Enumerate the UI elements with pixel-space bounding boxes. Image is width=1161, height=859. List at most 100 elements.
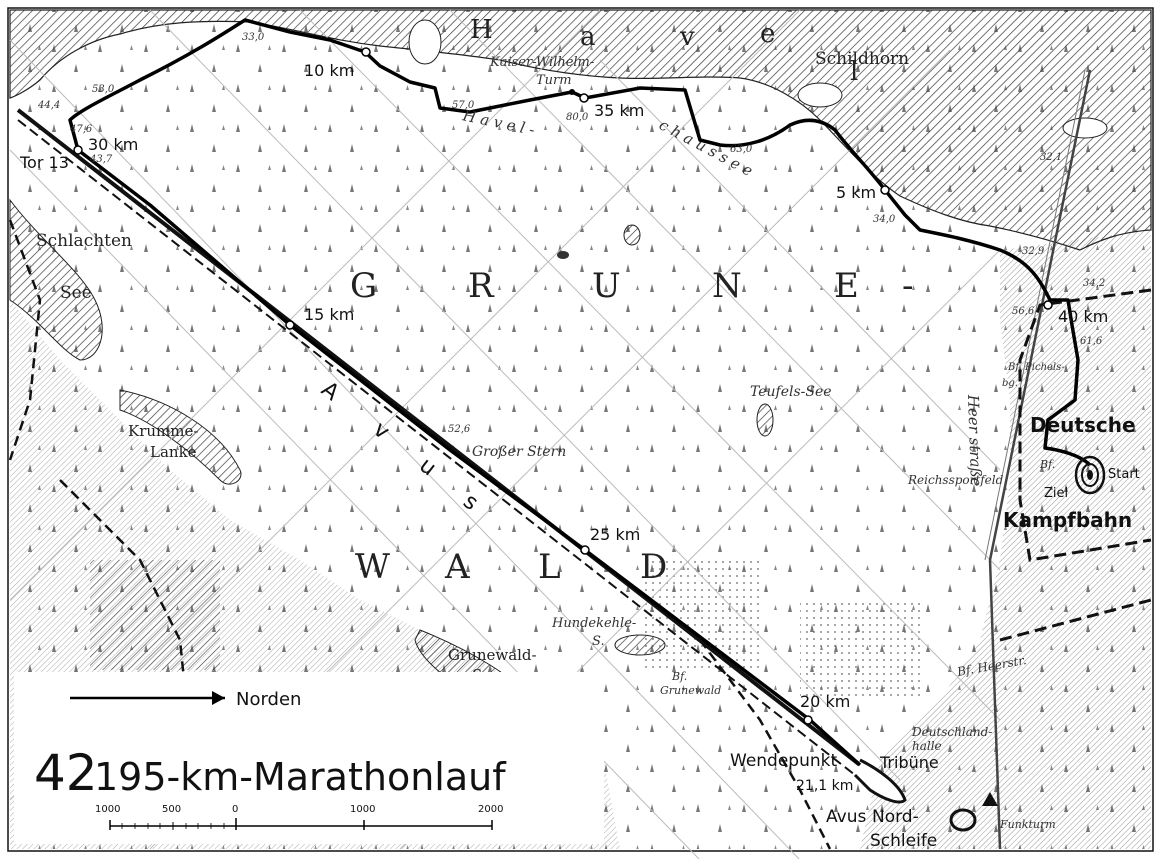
elevation: 34,0 (873, 214, 896, 225)
avus-nord-schleife-label-3: Schleife (870, 831, 937, 851)
forest-letter: E (834, 266, 859, 306)
deutsche-kampfbahn-label: Deutsche (1030, 413, 1136, 437)
km-label-15: 15 km (304, 305, 354, 324)
deutschlandhalle-label: Deutschland- (911, 725, 992, 739)
scale-tick-label: 0 (232, 804, 238, 815)
km-label-35: 35 km (594, 101, 644, 120)
deutsche-kampfbahn-label-2: Kampfbahn (1003, 508, 1132, 532)
schildhorn-label: Schildhorn (815, 49, 909, 69)
north-label: Norden (236, 689, 301, 710)
scale-bar: 1000 500 0 1000 2000 (95, 804, 503, 830)
olympic-stadium (1074, 455, 1106, 495)
elevation: 32,9 (1022, 246, 1045, 257)
bf-pichelsberg-label: Bf. Pichels- (1007, 362, 1065, 373)
km-marker-10 (361, 47, 371, 57)
forest-letter: D (640, 547, 667, 587)
schlachtensee-label: Schlachten (36, 231, 132, 251)
title-number: 42 (34, 744, 98, 802)
forest-letter: G (350, 266, 377, 306)
km-label-25: 25 km (590, 525, 640, 544)
schlachtensee-label-2: See (60, 283, 92, 303)
small-pond (623, 224, 641, 246)
hundekehlesee-label-2: S. (592, 634, 605, 649)
grunewaldsee-label: Grunewald- (448, 646, 537, 664)
hundekehlesee-label: Hundekehle- (551, 616, 636, 631)
forest-letter: N (712, 266, 742, 306)
elevation: 47,6 (69, 124, 93, 135)
forest-letter: W (355, 547, 390, 587)
funkturm-ring (949, 808, 977, 832)
kaiser-wilhelm-turm-label-2: Turm (536, 73, 572, 88)
km-label-10: 10 km (304, 61, 354, 80)
bf-pichelsberg-label-2: bg. (1002, 378, 1018, 389)
havel-letter: e (760, 19, 775, 49)
island (1062, 117, 1108, 139)
km-marker-25 (580, 545, 590, 555)
avus-north-loop (853, 758, 907, 804)
km-marker-20 (803, 715, 813, 725)
bf-grunewald-label: Bf. (671, 670, 687, 683)
railway-east (1018, 288, 1152, 562)
elevation-labels: 33,0 53,0 44,4 47,6 43,7 57,0 80,0 63,0 … (37, 32, 1105, 435)
elevation: 63,0 (730, 144, 753, 155)
grosser-stern-label: Großer Stern (472, 444, 566, 460)
funkturm-label: Funkturm (999, 818, 1056, 831)
havel-letter: v (679, 22, 695, 52)
havel-letter: H (470, 15, 493, 45)
kaiser-wilhelm-turm-label: Kaiser-Wilhelm- (489, 55, 594, 70)
teufelssee (756, 403, 774, 437)
elevation: 52,6 (448, 424, 471, 435)
havel-letter: l (850, 57, 858, 87)
ziel-label: Ziel (1044, 486, 1068, 501)
wendepunkt-label: Wendepunkt (730, 751, 837, 771)
avus-nord-schleife-label: Avus (826, 807, 866, 827)
island (408, 19, 442, 65)
km-label-20: 20 km (800, 692, 850, 711)
km-label-21: 21,1 km (796, 778, 853, 794)
elevation: 34,2 (1083, 278, 1105, 289)
forest-letter: R (468, 266, 495, 306)
km-marker-30 (73, 145, 83, 155)
schildhorn-peninsula (797, 82, 843, 108)
elevation: 33,0 (242, 32, 265, 43)
km-marker-35 (579, 93, 589, 103)
small-pond (557, 251, 569, 259)
elevation: 56,6 (1012, 306, 1035, 317)
havel-letter: a (580, 22, 596, 52)
map-frame (7, 7, 1154, 852)
teufelssee-label: Teufels-See (750, 384, 832, 400)
elevation: 80,0 (566, 112, 589, 123)
krumme-lanke-label: Krumme- (128, 422, 198, 440)
elevation: 43,7 (89, 154, 113, 165)
elevation: 61,6 (1080, 336, 1103, 347)
elevation: 32,1 (1040, 152, 1062, 163)
elevation: 57,0 (452, 100, 475, 111)
km-label-5: 5 km (836, 183, 876, 202)
heerstrasse-label: Heer straße (964, 394, 985, 487)
title-text: 195-km-Marathonlauf (94, 755, 507, 799)
legend-box (14, 672, 604, 844)
km-markers (73, 47, 1053, 725)
km-label-40: 40 km (1058, 307, 1108, 326)
hatched-block (90, 560, 220, 670)
railway-west (8, 219, 42, 461)
elevation: 44,4 (37, 100, 60, 111)
scale-tick-label: 2000 (478, 804, 503, 815)
railway-grunewald (699, 639, 832, 850)
krumme-lanke (119, 389, 242, 485)
urban-area-east (860, 230, 1151, 849)
tribuene-label: Tribüne (879, 753, 939, 772)
railway-heerstr (999, 598, 1152, 642)
north-arrow-icon (212, 691, 225, 705)
scale-tick-label: 1000 (95, 804, 120, 815)
havel-lake (9, 9, 1152, 251)
elevation: 53,0 (92, 84, 115, 95)
heerstrasse-road (988, 69, 1092, 850)
bf-reichssportfeld-label: Bf. (1039, 458, 1055, 471)
meadow (800, 600, 920, 700)
scale-tick-label: 500 (162, 804, 181, 815)
forest-path-grid (9, 9, 1001, 859)
forest-letter: L (538, 547, 561, 587)
